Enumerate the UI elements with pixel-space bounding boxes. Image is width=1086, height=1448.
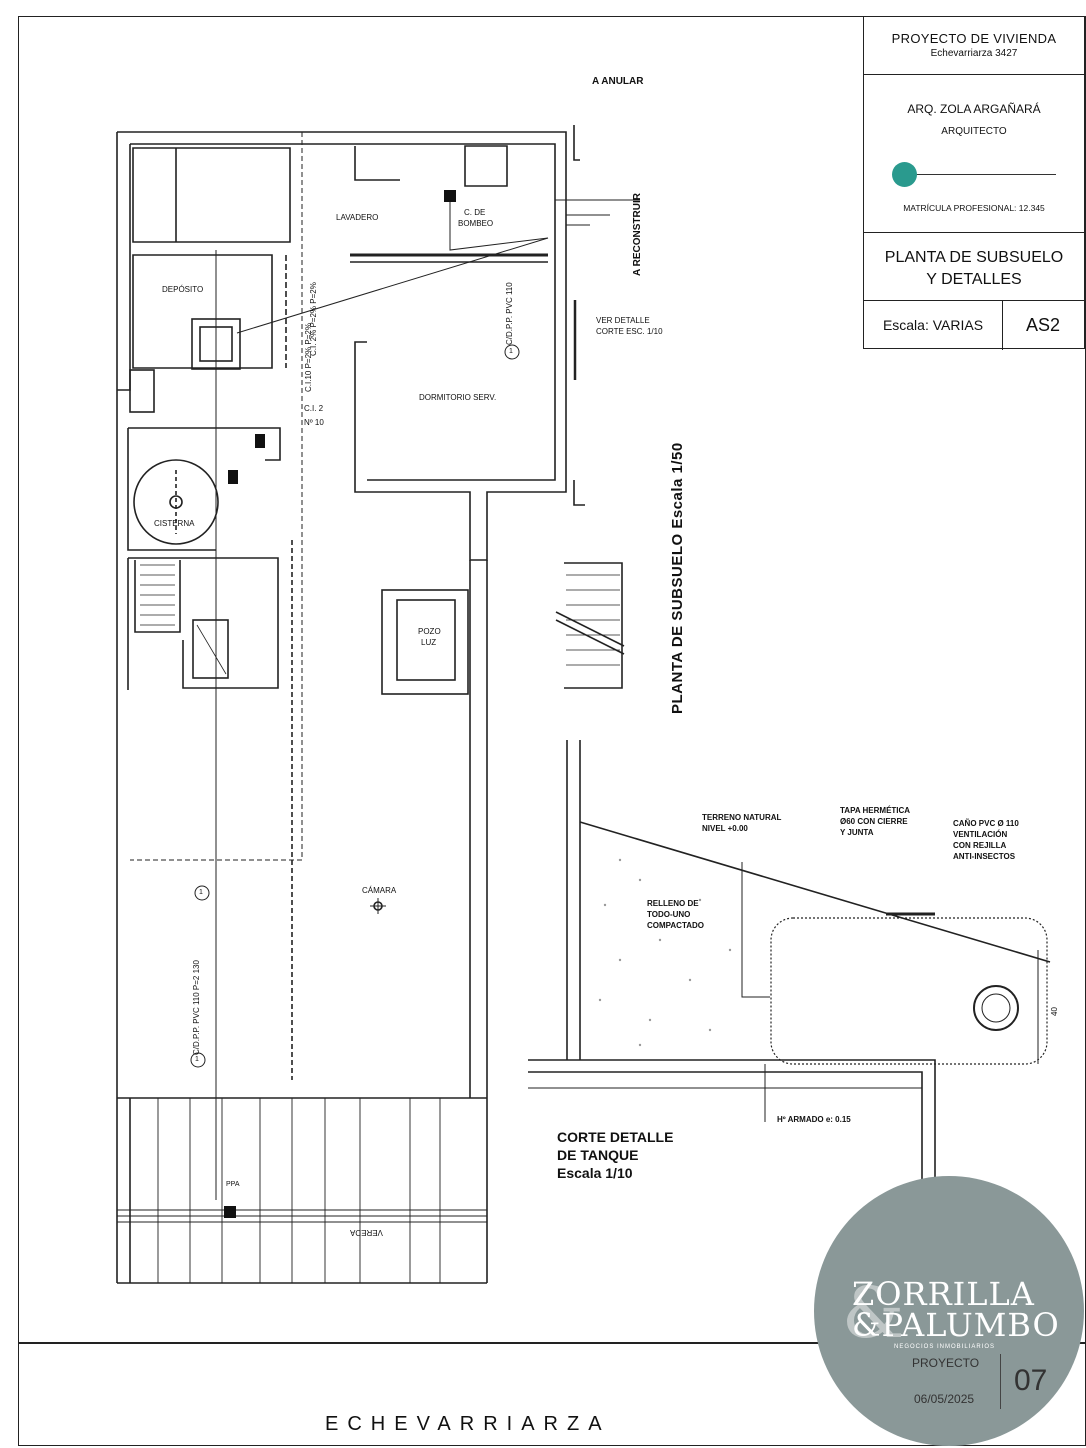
marker-1-mid: 1 — [199, 889, 203, 896]
sheet-scale: Escala: VARIAS — [864, 301, 1003, 350]
detail-armado: Hº ARMADO e: 0.15 — [777, 1115, 851, 1124]
architect-license: MATRÍCULA PROFESIONAL: 12.345 — [903, 203, 1045, 213]
seal-divider — [1000, 1354, 1001, 1409]
title-block-architect: ARQ. ZOLA ARGAÑARÁ ARQUITECTO MATRÍCULA … — [864, 75, 1084, 233]
project-address: Echevarriarza 3427 — [930, 48, 1018, 59]
note-a-reconstruir: A RECONSTRUIR — [632, 193, 643, 276]
note-ppa: PPA — [226, 1181, 240, 1188]
seal-proyecto-label: PROYECTO — [912, 1356, 980, 1370]
room-bombeo-2: BOMBEO — [458, 219, 494, 228]
footer-divider — [18, 1342, 1086, 1344]
footer-street-name: ECHEVARRIARZA — [325, 1413, 611, 1435]
note-detalle-1: VER DETALLE — [596, 316, 650, 325]
detail-relleno-2: TODO-UNO — [647, 910, 691, 919]
title-block-project: PROYECTO DE VIVIENDA Echevarriarza 3427 — [864, 17, 1084, 75]
detail-dimension: 40 — [1050, 1007, 1059, 1016]
label-vereda: VEREDA — [350, 1228, 383, 1237]
detail-cano-2: VENTILACIÓN — [953, 830, 1008, 839]
seal-page-number: 07 — [1014, 1364, 1048, 1397]
title-block: PROYECTO DE VIVIENDA Echevarriarza 3427 … — [863, 16, 1085, 350]
detail-tapa-2: Ø60 CON CIERRE — [840, 817, 908, 826]
detail-terreno-1: TERRENO NATURAL — [702, 813, 782, 822]
seal-line-1: ZORRILLA — [852, 1275, 1035, 1313]
signature-dot-icon — [892, 162, 917, 187]
sheet-title-line-1: PLANTA DE SUBSUELO — [884, 249, 1064, 266]
detail-terreno-2: NIVEL +0.00 — [702, 824, 748, 833]
room-deposito: DEPÓSITO — [162, 285, 204, 294]
room-pozo-1: POZO — [418, 627, 441, 636]
detail-title-3: Escala 1/10 — [557, 1165, 633, 1181]
agency-watermark-seal: & ZORRILLA &PALUMBO NEGOCIOS INMOBILIARI… — [814, 1176, 1084, 1446]
sheet-code: AS2 — [1025, 315, 1061, 335]
note-ci-10: C.I.10 P=2% P=2% — [304, 323, 313, 392]
room-pozo-2: LUZ — [421, 638, 437, 647]
marker-1-top: 1 — [509, 348, 513, 355]
architect-name: ARQ. ZOLA ARGAÑARÁ — [907, 102, 1041, 116]
room-bombeo-1: C. DE — [464, 208, 486, 217]
detail-title-1: CORTE DETALLE — [557, 1129, 674, 1145]
seal-ampersand-logo: & — [842, 1272, 905, 1354]
detail-cano-1: CAÑO PVC Ø 110 — [953, 819, 1019, 828]
project-name: PROYECTO DE VIVIENDA — [891, 31, 1057, 46]
seal-date: 06/05/2025 — [914, 1392, 975, 1406]
title-block-scale-row: Escala: VARIAS AS2 — [864, 301, 1084, 350]
room-dormitorio: DORMITORIO SERV. — [419, 393, 497, 402]
note-a-anular: A ANULAR — [592, 76, 644, 87]
room-camara: CÁMARA — [362, 886, 397, 895]
room-lavadero: LAVADERO — [336, 213, 379, 222]
room-cisterna: CISTERNA — [154, 519, 195, 528]
seal-line-2: &PALUMBO — [852, 1306, 1060, 1344]
detail-title-2: DE TANQUE — [557, 1147, 639, 1163]
note-pipe-top: C/D.P.P. PVC 110 — [505, 282, 514, 345]
note-ci-2: C.I. 2 — [304, 404, 324, 413]
signature-line — [906, 174, 1056, 176]
note-pipe-bottom: C/D.P.P. PVC 110 P=2 130 — [192, 960, 201, 1055]
detail-relleno-3: COMPACTADO — [647, 921, 705, 930]
detail-relleno-1: RELLENO DE — [647, 899, 699, 908]
title-block-sheet-title: PLANTA DE SUBSUELO Y DETALLES — [864, 233, 1084, 301]
sheet-title-line-2: Y DETALLES — [926, 271, 1022, 288]
detail-title: CORTE DETALLE DE TANQUE Escala 1/10 — [557, 1128, 673, 1182]
detail-tapa-3: Y JUNTA — [840, 828, 874, 837]
marker-1-bottom: 1 — [195, 1056, 199, 1063]
detail-tapa-1: TAPA HERMÉTICA — [840, 806, 911, 815]
detail-cano-4: ANTI-INSECTOS — [953, 852, 1016, 861]
architect-role: ARQUITECTO — [941, 126, 1007, 137]
seal-tagline: NEGOCIOS INMOBILIARIOS — [894, 1344, 996, 1350]
plan-title: PLANTA DE SUBSUELO Escala 1/50 — [669, 442, 686, 714]
note-n10: Nº 10 — [304, 418, 324, 427]
note-detalle-2: CORTE ESC. 1/10 — [596, 327, 663, 336]
detail-cano-3: CON REJILLA — [953, 841, 1007, 850]
